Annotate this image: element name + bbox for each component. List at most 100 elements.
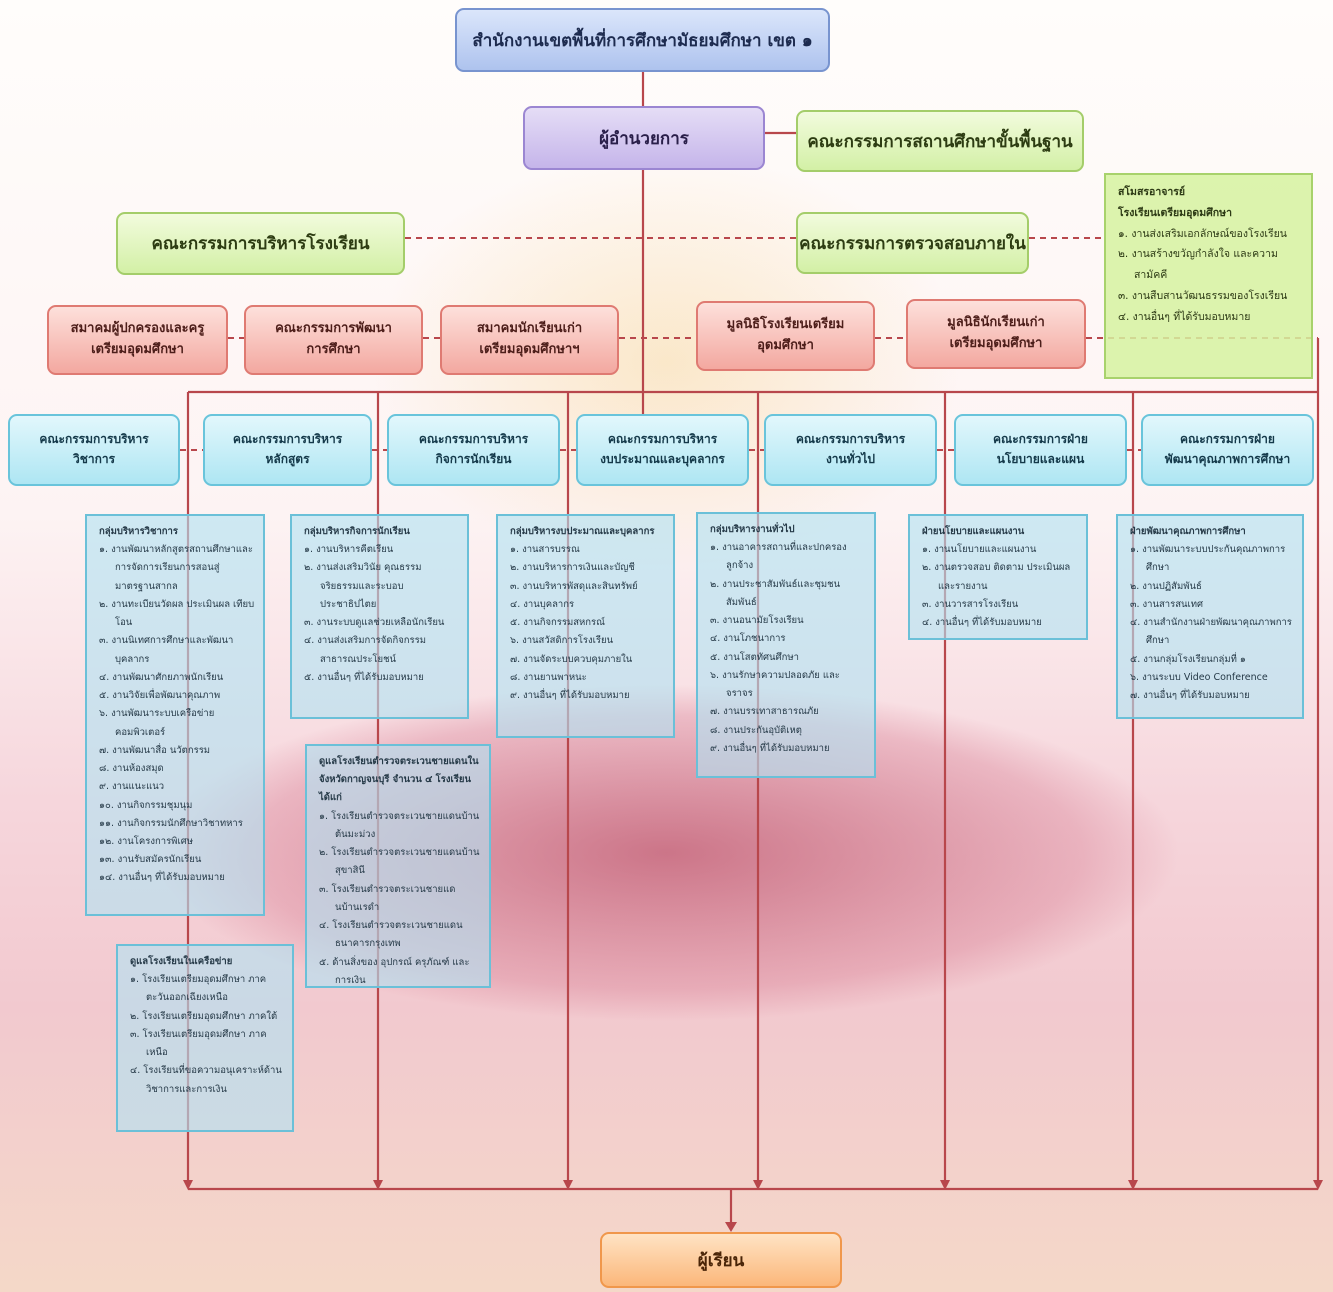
list-item: ๓. งานอนามัยโรงเรียน [710,615,804,627]
list-item: ๒. งานสร้างขวัญกำลังใจ และความสามัคคี [1118,248,1278,282]
general-affairs-group-panel: กลุ่มบริหารงานทั่วไป ๑. งานอาคารสถานที่แ… [696,512,876,778]
list-item: ๗. งานบรรเทาสาธารณภัย [710,706,819,718]
list-item: ๑. งานสารบรรณ [510,544,580,556]
list-item: ๔. งานโภชนาการ [710,633,786,645]
teachers-club-title-2: โรงเรียนเตรียมอุดมศึกษา [1118,206,1232,219]
list-item: ๔. โรงเรียนที่ขอความอนุเคราะห์ด้านวิชากา… [130,1065,282,1095]
list-item: ๘. งานยานพาหนะ [510,671,587,683]
box-line: คณะกรรมการบริหาร [232,432,343,447]
internal-audit-board-box: คณะกรรมการตรวจสอบภายใน [796,212,1029,274]
list-item: ๒. งานตรวจสอบ ติดตาม ประเมินผลและรายงาน [922,562,1071,592]
panel-title: ดูแลโรงเรียนตำรวจตระเวนชายแดนในจังหวัดกา… [319,756,479,804]
list-item: ๑๐. งานกิจกรรมชุมนุม [99,799,193,811]
budget-personnel-committee-box: คณะกรรมการบริหาร งบประมาณและบุคลากร [576,414,749,486]
list-item: ๑. งานส่งเสริมเอกลักษณ์ของโรงเรียน [1118,227,1287,240]
quality-development-group-panel: ฝ่ายพัฒนาคุณภาพการศึกษา ๑. งานพัฒนาระบบป… [1116,514,1304,719]
quality-development-committee-box: คณะกรรมการฝ่าย พัฒนาคุณภาพการศึกษา [1141,414,1314,486]
box-line: คณะกรรมการฝ่าย [1180,432,1275,447]
list-item: ๑. งานพัฒนาหลักสูตรสถานศึกษาและการจัดการ… [99,544,253,592]
box-line: เตรียมอุดมศึกษาฯ [479,342,580,357]
list-item: ๓. งานวารสารโรงเรียน [922,598,1019,610]
list-item: ๓. งานสืบสานวัฒนธรรมของโรงเรียน [1118,289,1288,302]
budget-personnel-group-panel: กลุ่มบริหารงบประมาณและบุคลากร ๑. งานสารบ… [496,514,675,738]
list-item: ๓. โรงเรียนตำรวจตระเวนชายแดนบ้านเรดำ [319,883,456,913]
list-item: ๑. โรงเรียนตำรวจตระเวนชายแดนบ้านต้นมะม่ว… [319,810,480,840]
box-line: คณะกรรมการฝ่าย [993,432,1088,447]
student-affairs-committee-box: คณะกรรมการบริหาร กิจการนักเรียน [387,414,560,486]
policy-plan-group-panel: ฝ่ายนโยบายและแผนงาน ๑. งานนโยบายและแผนงา… [908,514,1088,640]
parent-teacher-association-box: สมาคมผู้ปกครองและครู เตรียมอุดมศึกษา [47,305,228,375]
education-development-board-box: คณะกรรมการพัฒนา การศึกษา [244,305,423,375]
list-item: ๕. งานโสตทัศนศึกษา [710,651,799,663]
box-line: สมาคมนักเรียนเก่า [476,321,583,337]
network-schools-panel: ดูแลโรงเรียนในเครือข่าย ๑. โรงเรียนเตรีย… [116,944,294,1132]
list-item: ๙. งานอื่นๆ ที่ได้รับมอบหมาย [710,742,830,754]
box-line: เตรียมอุดมศึกษา [949,336,1043,351]
list-item: ๕. ด้านสิ่งของ อุปกรณ์ ครุภัณฑ์ และการเง… [319,956,470,986]
box-line: คณะกรรมการบริหาร [418,432,529,447]
list-item: ๔. งานพัฒนาศักยภาพนักเรียน [99,671,224,683]
list-item: ๔. งานบุคลากร [510,598,575,610]
list-item: ๗. งานจัดระบบควบคุมภายใน [510,653,633,665]
teachers-club-box: สโมสรอาจารย์ โรงเรียนเตรียมอุดมศึกษา ๑. … [1104,173,1313,379]
list-item: ๔. งานอื่นๆ ที่ได้รับมอบหมาย [1118,310,1251,323]
list-item: ๒. งานปฏิสัมพันธ์ [1130,580,1202,592]
box-line: วิชาการ [72,452,116,466]
alumni-foundation-box: มูลนิธินักเรียนเก่า เตรียมอุดมศึกษา [906,299,1086,369]
panel-title: ดูแลโรงเรียนในเครือข่าย [130,956,233,967]
box-line: พัฒนาคุณภาพการศึกษา [1164,452,1291,466]
learner-box: ผู้เรียน [600,1232,842,1288]
list-item: ๕. งานกลุ่มโรงเรียนกลุ่มที่ ๑ [1130,653,1246,665]
policy-plan-committee-box: คณะกรรมการฝ่าย นโยบายและแผน [954,414,1127,486]
list-item: ๑๓. งานรับสมัครนักเรียน [99,854,202,866]
list-item: ๑๑. งานกิจกรรมนักศึกษาวิชาทหาร [99,817,243,829]
alumni-association-box: สมาคมนักเรียนเก่า เตรียมอุดมศึกษาฯ [440,305,619,375]
box-line: กิจการนักเรียน [435,452,512,466]
list-item: ๒. งานส่งเสริมวินัย คุณธรรม จริยธรรมและร… [304,562,422,610]
box-line: มูลนิธิโรงเรียนเตรียม [726,317,845,333]
list-item: ๒. งานประชาสัมพันธ์และชุมชนสัมพันธ์ [710,578,841,608]
academic-committee-box: คณะกรรมการบริหาร วิชาการ [8,414,180,486]
box-line: งานทั่วไป [825,452,876,466]
list-item: ๓. งานนิเทศการศึกษาและพัฒนาบุคลากร [99,635,234,665]
list-item: ๓. โรงเรียนเตรียมอุดมศึกษา ภาคเหนือ [130,1028,267,1059]
panel-title: กลุ่มบริหารกิจการนักเรียน [304,526,410,537]
list-item: ๖. งานพัฒนาระบบเครือข่ายคอมพิวเตอร์ [99,708,215,738]
list-item: ๓. งานระบบดูแลช่วยเหลือนักเรียน [304,617,445,629]
student-affairs-group-panel: กลุ่มบริหารกิจการนักเรียน ๑. งานบริหารคี… [290,514,469,719]
list-item: ๔. งานสำนักงานฝ่ายพัฒนาคุณภาพการศึกษา [1130,617,1292,647]
box-line: งบประมาณและบุคลากร [600,452,725,466]
list-item: ๑. งานนโยบายและแผนงาน [922,544,1037,556]
list-item: ๙. งานแนะแนว [99,781,165,793]
list-item: ๖. งานระบบ Video Conference [1130,671,1268,683]
list-item: ๔. งานส่งเสริมการจัดกิจกรรมสาธารณประโยชน… [304,635,427,665]
panel-title: กลุ่มบริหารงานทั่วไป [710,524,795,535]
box-line: เตรียมอุดมศึกษา [91,342,184,357]
list-item: ๙. งานอื่นๆ ที่ได้รับมอบหมาย [510,690,630,702]
curriculum-committee-box: คณะกรรมการบริหาร หลักสูตร [203,414,372,486]
teachers-club-title-1: สโมสรอาจารย์ [1118,186,1186,198]
general-affairs-committee-box: คณะกรรมการบริหาร งานทั่วไป [764,414,937,486]
list-item: ๘. งานประกันอุบัติเหตุ [710,724,802,736]
panel-title: กลุ่มบริหารงบประมาณและบุคลากร [510,526,655,537]
list-item: ๑๒. งานโครงการพิเศษ [99,835,193,847]
list-item: ๗. งานพัฒนาสื่อ นวัตกรรม [99,744,211,756]
list-item: ๒. โรงเรียนตำรวจตระเวนชายแดนบ้านสุขาสินี [319,847,480,877]
list-item: ๕. งานกิจกรรมสหกรณ์ [510,617,605,629]
box-line: มูลนิธินักเรียนเก่า [947,315,1045,331]
border-patrol-schools-panel: ดูแลโรงเรียนตำรวจตระเวนชายแดนในจังหวัดกา… [305,744,491,988]
list-item: ๘. งานห้องสมุด [99,763,164,775]
school-foundation-box: มูลนิธิโรงเรียนเตรียม อุดมศึกษา [696,301,875,371]
box-line: คณะกรรมการบริหาร [795,432,906,447]
list-item: ๔. โรงเรียนตำรวจตระเวนชายแดนธนาคารกรุงเท… [319,920,463,950]
panel-title: ฝ่ายนโยบายและแผนงาน [922,526,1025,537]
list-item: ๕. งานวิจัยเพื่อพัฒนาคุณภาพ [99,690,221,702]
box-line: หลักสูตร [265,452,310,466]
list-item: ๑. งานบริหารคีตเรียน [304,544,394,556]
box-line: นโยบายและแผน [996,452,1085,466]
list-item: ๕. งานอื่นๆ ที่ได้รับมอบหมาย [304,671,424,683]
panel-title: ฝ่ายพัฒนาคุณภาพการศึกษา [1130,526,1246,537]
list-item: ๑๔. งานอื่นๆ ที่ได้รับมอบหมาย [99,872,225,884]
list-item: ๓. งานบริหารพัสดุและสินทรัพย์ [510,580,638,592]
box-line: อุดมศึกษา [757,338,814,353]
